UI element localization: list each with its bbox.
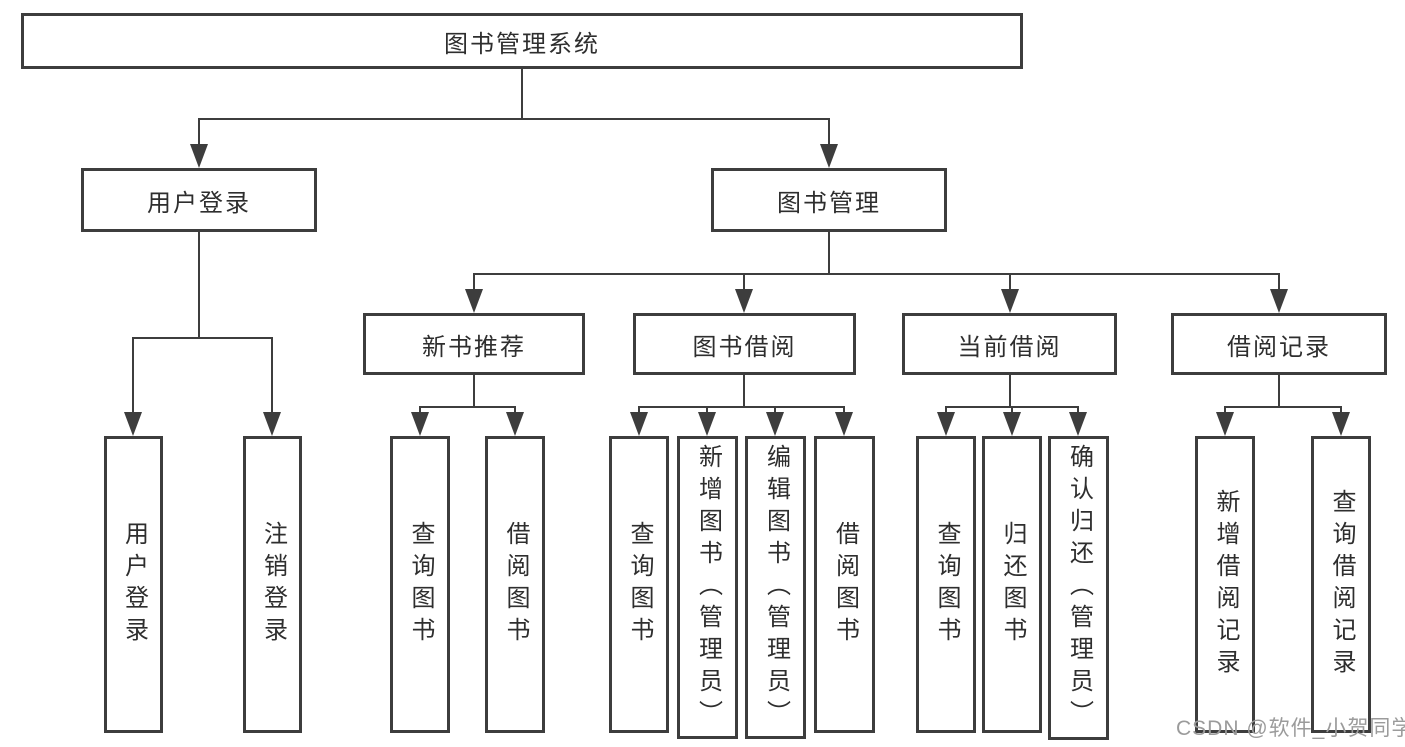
connector-borrow-stem [743, 375, 745, 406]
connector-leaf-drop [638, 406, 640, 416]
leaf-label: 新增图书（管理员） [694, 443, 722, 732]
leaf-label: 归还图书 [999, 520, 1026, 649]
connector-user-login-rail [132, 337, 273, 339]
node-current-borrow: 当前借阅 [902, 313, 1117, 375]
connector-level3-drop [743, 273, 745, 291]
arrow-down-icon [937, 412, 955, 436]
arrow-down-icon [263, 412, 281, 436]
leaf-user-login: 用户登录 [104, 436, 163, 733]
connector-leaf-drop [945, 406, 947, 416]
leaf-query-books: 查询图书 [609, 436, 669, 733]
arrow-down-icon [735, 289, 753, 313]
connector-recommend-rail [419, 406, 516, 408]
leaf-query-borrow-record: 查询借阅记录 [1311, 436, 1371, 733]
leaf-add-borrow-record: 新增借阅记录 [1195, 436, 1255, 733]
node-book-borrow: 图书借阅 [633, 313, 856, 375]
leaf-label: 编辑图书（管理员） [762, 443, 790, 732]
arrow-down-icon [1332, 412, 1350, 436]
arrow-down-icon [190, 144, 208, 168]
connector-records-rail [1224, 406, 1342, 408]
connector-level2-rail [198, 118, 830, 120]
leaf-label: 查询图书 [933, 520, 960, 649]
leaf-label: 注销登录 [259, 520, 287, 649]
leaf-query-books: 查询图书 [390, 436, 450, 733]
connector-leaf-drop [1011, 406, 1013, 416]
arrow-down-icon [124, 412, 142, 436]
node-new-book-recommend: 新书推荐 [363, 313, 585, 375]
connector-leaf-drop [1224, 406, 1226, 416]
node-user-login: 用户登录 [81, 168, 317, 232]
arrow-down-icon [465, 289, 483, 313]
connector-leaf-drop [514, 406, 516, 416]
node-borrow-records: 借阅记录 [1171, 313, 1387, 375]
connector-current-stem [1009, 375, 1011, 406]
arrow-down-icon [1069, 412, 1087, 436]
connector-leaf-drop [774, 406, 776, 416]
node-label: 用户登录 [147, 189, 251, 217]
leaf-borrow-books: 借阅图书 [814, 436, 875, 733]
connector-leaf-drop [706, 406, 708, 416]
node-label: 借阅记录 [1227, 333, 1331, 361]
leaf-label: 查询图书 [626, 520, 653, 649]
node-label: 图书管理 [777, 189, 881, 217]
connector-records-stem [1278, 375, 1280, 406]
connector-level3-drop [473, 273, 475, 291]
leaf-label: 查询图书 [407, 520, 434, 649]
connector-leaf-drop [419, 406, 421, 416]
node-library-management-system: 图书管理系统 [21, 13, 1023, 69]
arrow-down-icon [630, 412, 648, 436]
node-label: 新书推荐 [422, 333, 526, 361]
connector-book-mgmt-drop [828, 118, 830, 148]
connector-leaf-drop [132, 337, 134, 413]
connector-user-login-stem [198, 232, 200, 337]
leaf-label: 用户登录 [120, 520, 148, 649]
leaf-label: 查询借阅记录 [1328, 488, 1355, 681]
arrow-down-icon [1270, 289, 1288, 313]
arrow-down-icon [820, 144, 838, 168]
connector-root-stem [521, 69, 523, 118]
leaf-label: 确认归还（管理员） [1065, 444, 1093, 732]
leaf-add-books-admin: 新增图书（管理员） [677, 436, 738, 739]
leaf-borrow-books: 借阅图书 [485, 436, 545, 733]
node-label: 图书管理系统 [444, 30, 600, 58]
arrow-down-icon [766, 412, 784, 436]
arrow-down-icon [1001, 289, 1019, 313]
leaf-confirm-return-admin: 确认归还（管理员） [1048, 436, 1109, 740]
connector-leaf-drop [843, 406, 845, 416]
arrow-down-icon [698, 412, 716, 436]
connector-user-login-drop [198, 118, 200, 148]
connector-level3-rail [473, 273, 1280, 275]
connector-borrow-rail [638, 406, 845, 408]
leaf-label: 借阅图书 [502, 520, 529, 649]
leaf-return-books: 归还图书 [982, 436, 1042, 733]
connector-level3-drop [1009, 273, 1011, 291]
leaf-logout: 注销登录 [243, 436, 302, 733]
arrow-down-icon [1216, 412, 1234, 436]
connector-leaf-drop [1340, 406, 1342, 416]
leaf-label: 借阅图书 [831, 520, 859, 649]
arrow-down-icon [506, 412, 524, 436]
csdn-watermark: CSDN @软件_小贺同学 [1176, 717, 1405, 740]
connector-leaf-drop [1077, 406, 1079, 416]
connector-level3-drop [1278, 273, 1280, 291]
node-label: 图书借阅 [692, 333, 797, 361]
leaf-label: 新增借阅记录 [1212, 488, 1239, 681]
leaf-query-books: 查询图书 [916, 436, 976, 733]
connector-recommend-stem [473, 375, 475, 406]
arrow-down-icon [411, 412, 429, 436]
connector-book-mgmt-stem [828, 232, 830, 273]
connector-leaf-drop [271, 337, 273, 413]
node-book-management: 图书管理 [711, 168, 947, 232]
arrow-down-icon [835, 412, 853, 436]
node-label: 当前借阅 [957, 333, 1062, 361]
leaf-edit-books-admin: 编辑图书（管理员） [745, 436, 806, 739]
arrow-down-icon [1003, 412, 1021, 436]
